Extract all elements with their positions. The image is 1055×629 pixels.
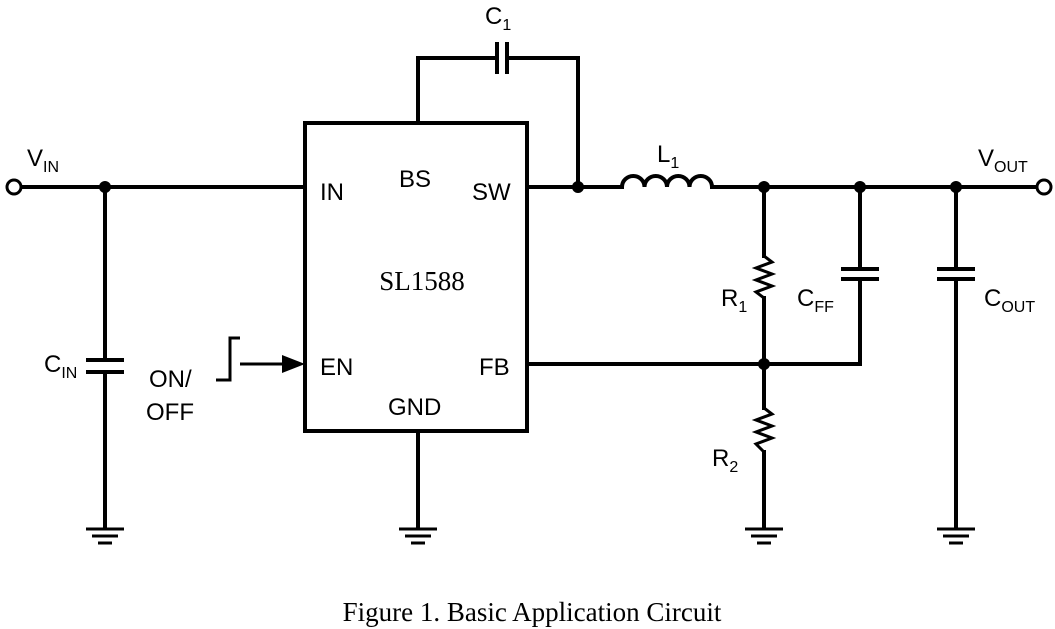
cout-label: COUT [984, 285, 1035, 316]
vin-terminal [5, 178, 23, 196]
pin-in-label: IN [320, 179, 344, 206]
junction-dots [99, 181, 962, 370]
pin-en-label: EN [320, 354, 353, 381]
cff-label: CFF [797, 285, 834, 316]
vout-terminal [1035, 178, 1053, 196]
resistor-r2 [751, 406, 777, 454]
on-off-label-line1: ON/ [149, 366, 192, 393]
ic-body [303, 121, 529, 433]
cin-label: CIN [44, 351, 77, 382]
ic-name: SL1588 [379, 266, 465, 296]
r2-label: R2 [712, 445, 738, 476]
r1-label: R1 [721, 285, 747, 316]
enable-arrow-icon [282, 355, 305, 373]
wires [19, 56, 1040, 529]
capacitor-cff [841, 267, 879, 281]
pin-fb-label: FB [479, 354, 510, 381]
ground-icon [937, 527, 975, 545]
pin-sw-label: SW [472, 179, 511, 206]
vout-label: VOUT [978, 145, 1028, 176]
vin-label: VIN [27, 145, 59, 176]
capacitor-cout [937, 267, 975, 281]
inductor-l1 [619, 174, 715, 190]
resistor-r1 [751, 254, 777, 300]
pin-bs-label: BS [399, 166, 431, 193]
c1-label: C1 [485, 3, 511, 34]
figure-caption: Figure 1. Basic Application Circuit [343, 597, 722, 627]
capacitor-cin [86, 358, 124, 374]
ground-icon [745, 527, 783, 545]
pin-gnd-label: GND [388, 394, 441, 421]
capacitor-c1 [495, 42, 509, 74]
ground-icon [86, 527, 124, 545]
on-off-label-line2: OFF [146, 399, 194, 426]
ground-icon [399, 527, 437, 545]
l1-label: L1 [657, 141, 679, 172]
